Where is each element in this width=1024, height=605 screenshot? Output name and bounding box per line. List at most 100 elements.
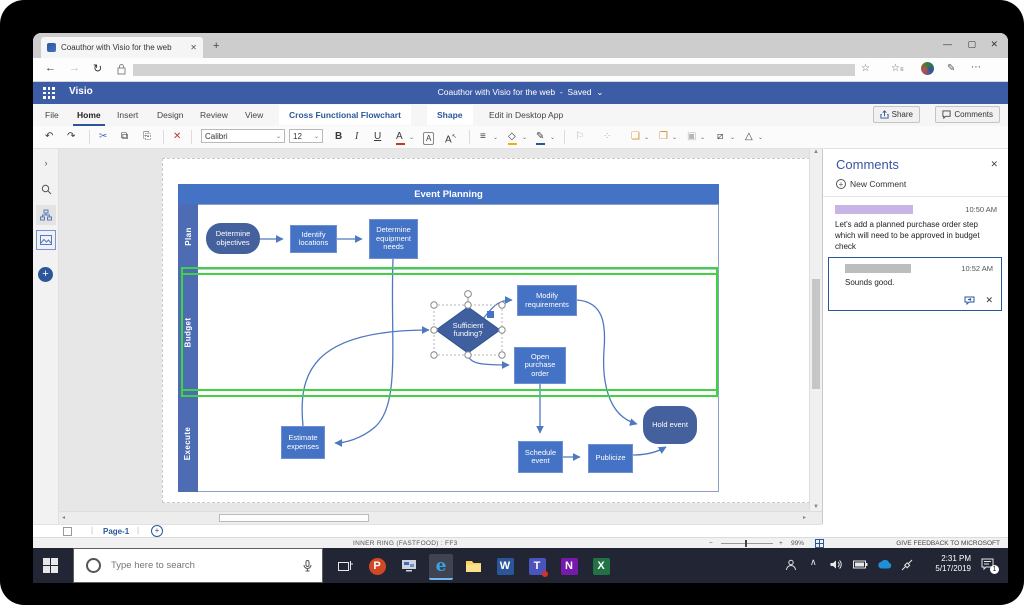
grow-font-button[interactable]: A↖ (445, 134, 457, 146)
cut-icon[interactable]: ✂ (99, 131, 108, 142)
back-button[interactable]: ← (45, 62, 56, 74)
connection-points-icon[interactable]: ⁘ (603, 131, 612, 142)
tab-view[interactable]: View (245, 110, 264, 120)
bold-button[interactable]: B (335, 131, 343, 142)
battery-icon[interactable] (853, 560, 868, 569)
shape-hold-event[interactable]: Hold event (643, 406, 697, 444)
send-backward-icon[interactable]: ❐ (659, 131, 668, 142)
reply-icon[interactable] (964, 296, 975, 305)
taskbar-search[interactable] (73, 548, 323, 583)
shape-open-purchase-order[interactable]: Open purchase order (514, 347, 566, 384)
microphone-icon[interactable] (303, 559, 312, 572)
shapes-stencil-icon[interactable] (36, 205, 56, 225)
font-size-select[interactable]: 12⌄ (289, 129, 323, 143)
text-block-button[interactable]: A (423, 132, 435, 145)
page-list-icon[interactable] (63, 527, 72, 536)
tab-design[interactable]: Design (157, 110, 184, 120)
chevron-down-icon[interactable]: ⌄ (409, 135, 415, 141)
network-icon[interactable] (901, 559, 913, 571)
app-launcher-icon[interactable] (43, 87, 55, 99)
add-page-button[interactable]: + (151, 525, 163, 537)
pointer-tool-icon[interactable]: ⚐ (575, 131, 584, 142)
annotate-icon[interactable]: ✎ (947, 63, 956, 74)
lane-plan[interactable]: Plan (178, 204, 198, 269)
profile-avatar[interactable] (921, 62, 934, 75)
window-maximize-button[interactable]: ▢ (967, 39, 976, 49)
font-name-select[interactable]: Calibri⌄ (201, 129, 285, 143)
selection-handles[interactable] (427, 287, 509, 363)
page-tab[interactable]: Page-1 (103, 527, 130, 536)
excel-icon[interactable]: X (589, 554, 613, 578)
zoom-out-button[interactable]: − (709, 539, 713, 547)
onenote-icon[interactable]: N (557, 554, 581, 578)
vertical-scrollbar[interactable]: ▲ ▼ (809, 149, 822, 511)
feedback-link[interactable]: GIVE FEEDBACK TO MICROSOFT (896, 540, 1000, 547)
font-color-button[interactable]: A (396, 130, 405, 145)
edit-in-desktop-button[interactable]: Edit in Desktop App (489, 110, 564, 120)
browser-menu-icon[interactable]: ⋯ (971, 62, 981, 73)
undo-icon[interactable]: ↶ (45, 131, 54, 142)
delete-icon[interactable]: ✕ (173, 131, 182, 142)
word-icon[interactable]: W (493, 554, 517, 578)
lane-budget[interactable]: Budget (178, 269, 198, 395)
shape-schedule-event[interactable]: Schedule event (518, 441, 563, 473)
change-shape-icon[interactable]: △ (745, 131, 753, 142)
italic-button[interactable]: I (355, 131, 359, 142)
zoom-level[interactable]: 99% (791, 540, 805, 547)
hscroll-thumb[interactable] (219, 514, 369, 522)
copy-icon[interactable]: ⧉ (121, 131, 129, 142)
comments-button[interactable]: Comments (935, 106, 1000, 123)
window-minimize-button[interactable]: — (943, 39, 952, 49)
people-tray-icon[interactable] (785, 559, 797, 571)
shape-determine-equipment-needs[interactable]: Determine equipment needs (369, 219, 418, 259)
refresh-button[interactable]: ↻ (93, 63, 103, 75)
comment-item-selected[interactable]: 10:52 AM Sounds good. ✕ (828, 257, 1002, 311)
lane-execute[interactable]: Execute (178, 395, 198, 492)
hidden-icons-chevron[interactable]: ∧ (810, 557, 817, 567)
shape-identify-locations[interactable]: Identify locations (290, 225, 337, 253)
line-color-button[interactable]: ✎ (536, 130, 545, 145)
drawing-canvas[interactable]: Event Planning Plan Budget Execute (59, 149, 822, 524)
tab-cross-functional-flowchart[interactable]: Cross Functional Flowchart (279, 105, 411, 125)
flowchart-title-bar[interactable]: Event Planning (178, 184, 719, 204)
tab-insert[interactable]: Insert (117, 110, 139, 120)
pictures-stencil-icon[interactable] (36, 230, 56, 250)
shape-determine-objectives[interactable]: Determine objectives (206, 223, 260, 254)
fill-color-button[interactable]: ◇ (508, 130, 517, 145)
underline-button[interactable]: U (374, 131, 382, 142)
tab-file[interactable]: File (45, 110, 59, 120)
share-button[interactable]: Share (872, 106, 920, 123)
shape-modify-requirements[interactable]: Modify requirements (517, 285, 577, 316)
fit-page-icon[interactable] (815, 539, 824, 548)
horizontal-scrollbar[interactable]: ◂ ▸ (59, 511, 822, 524)
tab-close-icon[interactable]: ✕ (190, 43, 197, 52)
delete-comment-icon[interactable]: ✕ (985, 295, 993, 305)
comments-close-icon[interactable]: ✕ (990, 159, 998, 169)
task-view-icon[interactable] (333, 554, 357, 578)
taskbar-clock[interactable]: 2:31 PM 5/17/2019 (919, 554, 971, 574)
bring-forward-icon[interactable]: ❏ (631, 131, 640, 142)
flip-icon[interactable]: ⧄ (717, 131, 724, 142)
visio-brand[interactable]: Visio (69, 86, 93, 97)
shape-estimate-expenses[interactable]: Estimate expenses (281, 426, 325, 459)
tab-home[interactable]: Home (73, 107, 105, 126)
paste-icon[interactable]: ⎘ (143, 131, 151, 142)
drawing-page[interactable]: Event Planning Plan Budget Execute (162, 158, 810, 503)
window-close-button[interactable]: ✕ (990, 39, 998, 49)
url-field[interactable] (133, 64, 855, 76)
teams-icon[interactable]: T (525, 554, 549, 578)
add-shapes-button[interactable]: + (38, 267, 53, 282)
favorite-star-icon[interactable]: ☆ (861, 63, 870, 74)
vscroll-thumb[interactable] (812, 279, 820, 389)
group-icon[interactable]: ▣ (687, 131, 697, 142)
zoom-slider-thumb[interactable] (745, 540, 747, 547)
forward-button[interactable]: → (69, 62, 80, 74)
file-explorer-icon[interactable] (461, 554, 485, 578)
new-comment-button[interactable]: + New Comment (836, 179, 906, 189)
redo-icon[interactable]: ↷ (67, 131, 76, 142)
search-input[interactable] (109, 559, 303, 572)
volume-icon[interactable] (830, 559, 843, 570)
align-button[interactable]: ≡ (480, 131, 486, 142)
expand-panel-icon[interactable]: › (44, 158, 48, 168)
edge-icon[interactable]: e (429, 554, 453, 580)
